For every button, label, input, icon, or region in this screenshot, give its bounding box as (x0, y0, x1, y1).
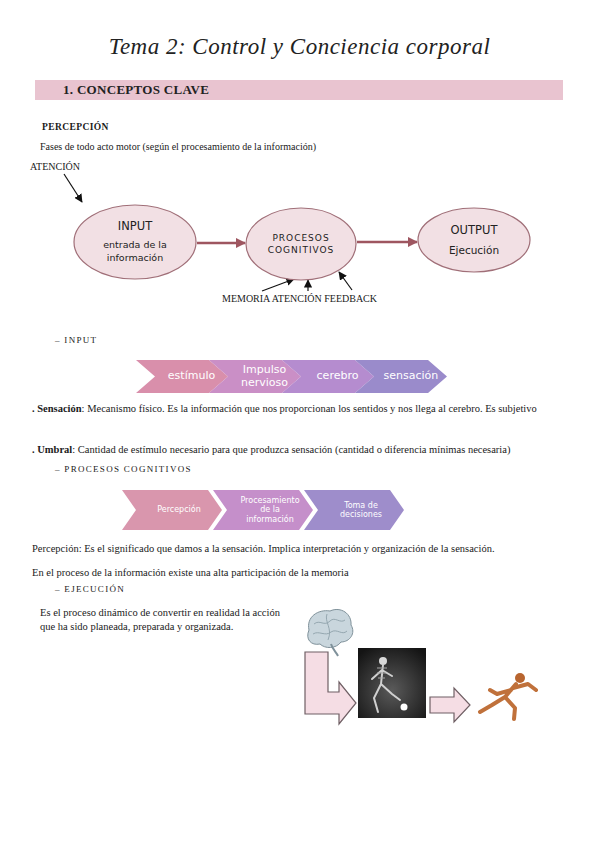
brain-stem (331, 644, 338, 656)
node-content: sensación (355, 360, 447, 393)
node-heading: Procesamiento de la información (240, 496, 300, 524)
node-heading: sensación (384, 370, 438, 383)
chevron-shape (304, 490, 404, 530)
ellipse-outline (417, 207, 531, 273)
node-heading: INPUT (118, 219, 152, 235)
dark-panel (358, 648, 426, 718)
node-heading: 1. CONCEPTOS CLAVE (63, 82, 209, 98)
node-content: cerebro (282, 360, 374, 393)
chevron-step: cerebro (282, 360, 374, 393)
paragraph: . Umbral: Cantidad de estímulo necesario… (32, 443, 577, 457)
term: . Umbral (32, 444, 72, 455)
chevron-step: sensación (355, 360, 447, 393)
chevron-shape (209, 360, 301, 393)
body-text: Es el proceso dinámico de convertir en r… (40, 606, 292, 633)
flow-connector (197, 242, 245, 245)
flow-arrow (430, 688, 470, 722)
chevron-shape (355, 360, 447, 393)
ellipse-shape (74, 205, 196, 279)
section-band: 1. CONCEPTOS CLAVE (35, 80, 563, 100)
ellipse-shape (418, 208, 530, 272)
chevron-shape (213, 490, 313, 530)
node-heading: PROCESOS COGNITIVOS (261, 232, 341, 256)
chevron-shape (282, 360, 374, 393)
leader-arrow (307, 280, 308, 291)
phase-ellipse: INPUT entrada de la información (73, 204, 197, 280)
section-heading: PERCEPCIÓN (42, 121, 109, 133)
node-heading: cerebro (317, 370, 359, 383)
ellipse-outline (245, 207, 357, 281)
ribs (377, 668, 387, 678)
ellipse-shape (246, 208, 356, 280)
body-text: En el proceso de la información existe u… (32, 566, 577, 580)
note-text: Fases de todo acto motor (según el proce… (40, 140, 570, 153)
node-content: Impulso nervioso (209, 360, 301, 393)
runner-illustration (480, 673, 536, 719)
node-heading: estímulo (168, 370, 215, 383)
leader-arrow (64, 174, 82, 202)
subheading: – EJECUCIÓN (55, 584, 125, 596)
ball (401, 704, 408, 711)
leader-label: ATENCIÓN (30, 160, 80, 173)
skeleton-body (372, 665, 400, 712)
skull (379, 657, 387, 665)
body-text: Percepción: Es el significado que damos … (32, 542, 577, 556)
node-heading: Percepción (157, 505, 201, 514)
definition: : Mecanismo físico. Es la información qu… (82, 403, 537, 414)
node-content: Percepción (122, 490, 222, 530)
brain-shape (308, 609, 353, 647)
chevron-shape (122, 490, 222, 530)
leader-arrow (262, 279, 294, 291)
brain-illustration (308, 609, 353, 656)
node-body: entrada de la información (95, 239, 175, 265)
chevron-step: Percepción (122, 490, 222, 530)
skeleton-illustration (358, 648, 426, 718)
chevron-step: estímulo (136, 360, 228, 393)
runner-body (480, 684, 536, 719)
chevron-step: Impulso nervioso (209, 360, 301, 393)
node-content: PROCESOS COGNITIVOS (245, 207, 357, 281)
node-content: 1. CONCEPTOS CLAVE (35, 80, 563, 100)
brain-folds (313, 614, 347, 640)
node-heading: Toma de decisiones (331, 501, 391, 519)
page-title: Tema 2: Control y Conciencia corporal (0, 34, 599, 60)
flow-arrow (305, 652, 356, 724)
chevron-shape (136, 360, 228, 393)
node-content: INPUT entrada de la información (73, 204, 197, 280)
chevron-step: Toma de decisiones (304, 490, 404, 530)
runner-head (515, 673, 525, 683)
phase-ellipse: OUTPUT Ejecución (417, 207, 531, 273)
node-content: OUTPUT Ejecución (417, 207, 531, 273)
node-content: Toma de decisiones (304, 490, 404, 530)
leader-arrow (339, 272, 352, 290)
node-body: Ejecución (449, 243, 499, 257)
definition: : Cantidad de estímulo necesario para qu… (72, 444, 510, 455)
node-content: estímulo (136, 360, 228, 393)
leader-label: MEMORIA ATENCIÓN FEEDBACK (222, 292, 377, 305)
term: . Sensación (32, 403, 82, 414)
node-heading: OUTPUT (451, 223, 498, 239)
subheading: – PROCESOS COGNITIVOS (55, 464, 192, 476)
phase-ellipse: PROCESOS COGNITIVOS (245, 207, 357, 281)
node-content: Procesamiento de la información (213, 490, 313, 530)
subheading: – INPUT (55, 335, 97, 347)
flow-connector (357, 241, 417, 244)
chevron-step: Procesamiento de la información (213, 490, 313, 530)
paragraph: . Sensación: Mecanismo físico. Es la inf… (32, 402, 572, 416)
node-heading: Impulso nervioso (238, 364, 292, 389)
